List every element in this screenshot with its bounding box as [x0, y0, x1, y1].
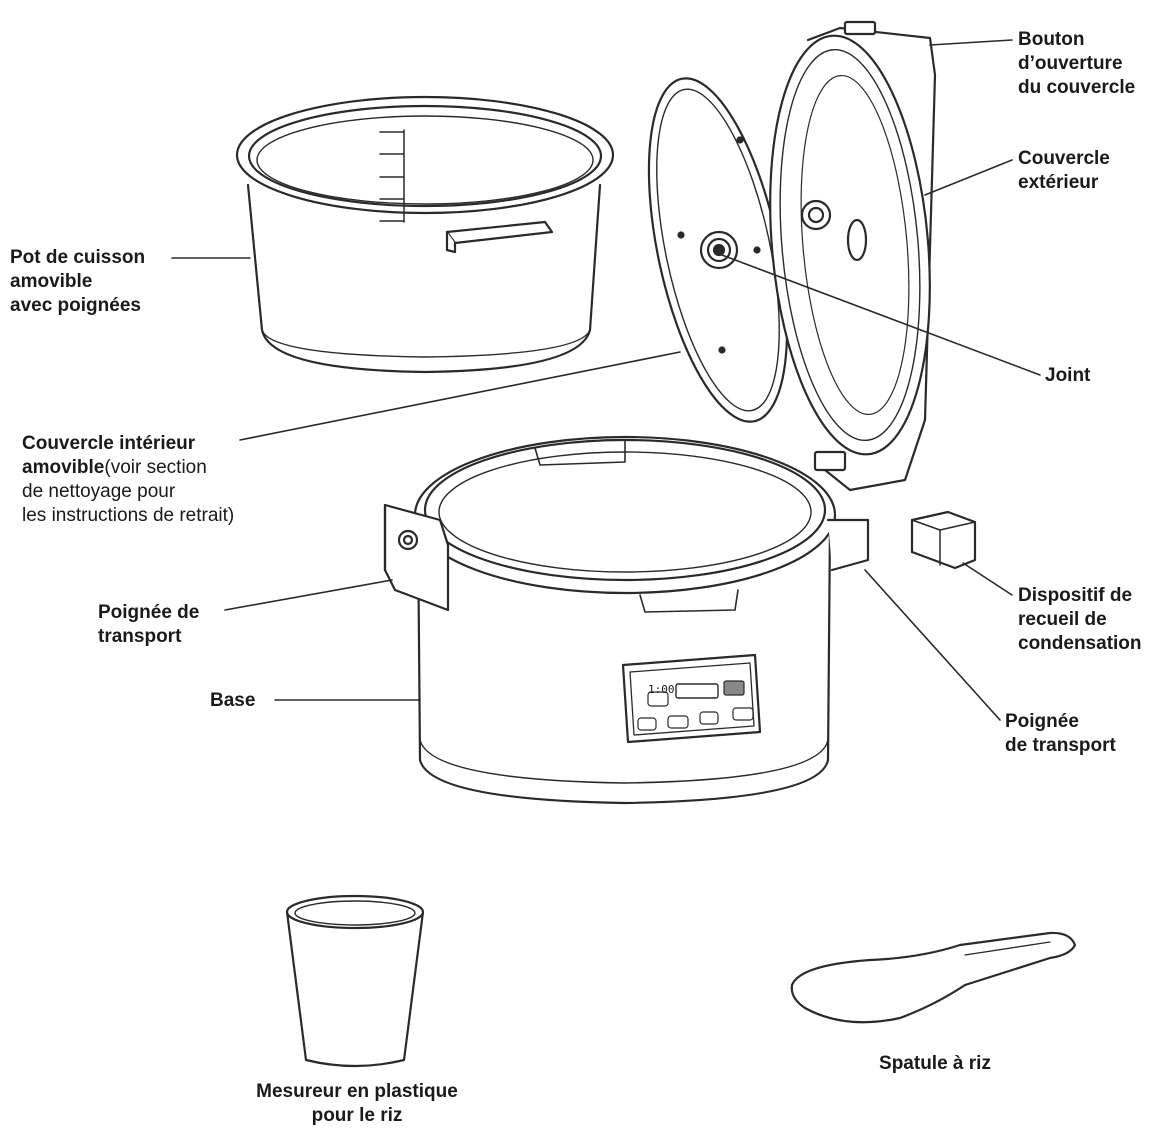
label-lid-button: Bouton d’ouverture du couvercle — [1018, 29, 1136, 98]
inner-pot-drawing — [235, 95, 615, 374]
label-rice-paddle: Spatule à riz — [879, 1053, 991, 1074]
leader-lines — [171, 39, 1041, 721]
label-carry-handle-right: Poignée de transport — [1005, 711, 1116, 756]
outer-lid-drawing — [769, 20, 937, 492]
rice-paddle-drawing — [790, 931, 1077, 1024]
label-inner-lid: Couvercle intérieur amovible(voir sectio… — [22, 433, 235, 526]
control-panel-display: 1:00 — [648, 683, 675, 696]
label-condensation-collector: Dispositif de recueil de condensation — [1018, 585, 1142, 654]
condensation-collector-drawing — [910, 510, 977, 570]
label-base: Base — [210, 690, 256, 711]
base-drawing — [383, 435, 870, 805]
label-inner-lid-removable: amovible — [22, 457, 105, 478]
label-carry-handle-left: Poignée de transport — [98, 602, 200, 647]
label-outer-lid: Couvercle extérieur — [1018, 148, 1110, 193]
measuring-cup-drawing — [285, 894, 425, 1068]
label-gasket: Joint — [1045, 365, 1091, 386]
label-measuring-cup: Mesureur en plastique pour le riz — [256, 1081, 458, 1126]
inner-lid-drawing — [647, 77, 789, 423]
label-inner-lid-note: (voir section — [104, 457, 207, 478]
label-inner-pot: Pot de cuisson amovible avec poignées — [10, 247, 146, 316]
